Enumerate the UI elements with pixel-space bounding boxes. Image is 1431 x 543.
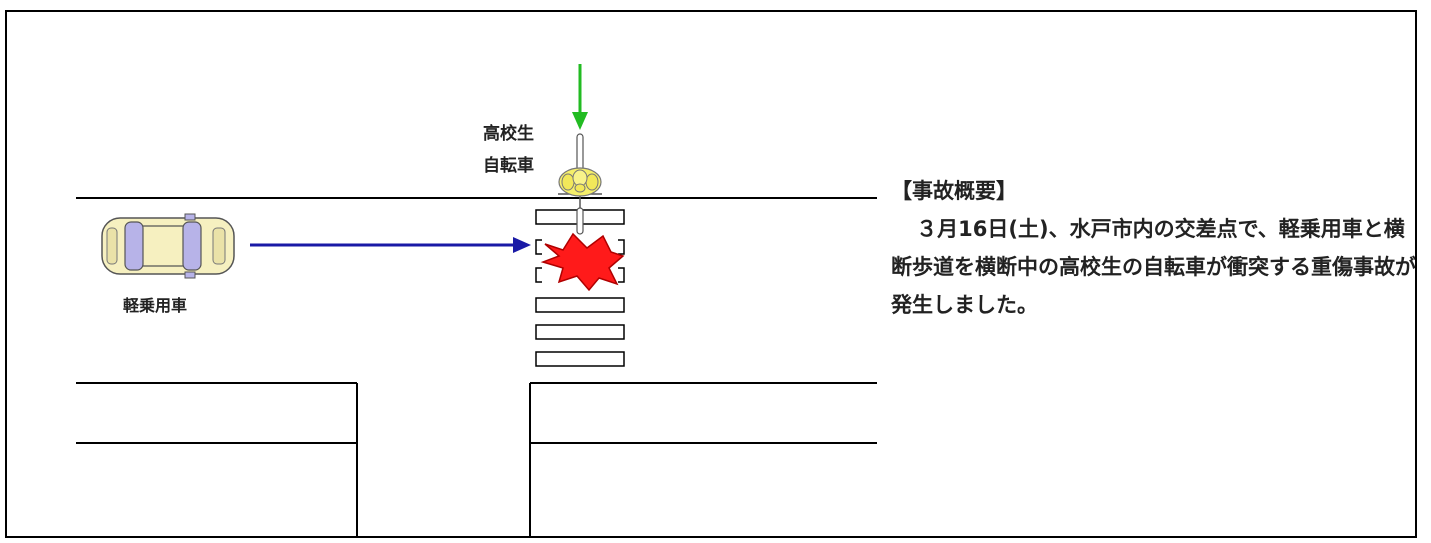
- crosswalk-stripe: [535, 324, 625, 340]
- bicycle-label: 高校生 自転車: [483, 118, 534, 182]
- collision-burst-icon: [540, 232, 625, 292]
- road-lines: [76, 197, 877, 536]
- car-label: 軽乗用車: [123, 296, 188, 315]
- helmet-icon: [558, 167, 602, 197]
- blue-arrow-icon: [250, 237, 531, 253]
- summary-body: ３月16日(土)、水戸市内の交差点で、軽乗用車と横断歩道を横断中の高校生の自転車…: [891, 217, 1416, 317]
- accident-summary: 【事故概要】 ３月16日(土)、水戸市内の交差点で、軽乗用車と横断歩道を横断中の…: [891, 172, 1416, 324]
- bicycle-label-line1: 高校生: [483, 124, 534, 144]
- crosswalk-hidden-stripes: [535, 239, 625, 283]
- crosswalk-stripe: [535, 297, 625, 313]
- accident-diagram: [76, 64, 877, 536]
- bicycle-label-line2: 自転車: [483, 156, 534, 176]
- green-arrow-icon: [572, 64, 588, 130]
- diagram-frame: 高校生 自転車 軽乗用車 【事故概要】 ３月16日(土)、水戸市内の交差点で、軽…: [5, 10, 1417, 538]
- bicycle-icon: [558, 133, 602, 235]
- crosswalk: [535, 209, 625, 367]
- crosswalk-stripe: [535, 351, 625, 367]
- summary-heading: 【事故概要】: [891, 179, 1017, 203]
- car-icon: [101, 213, 235, 279]
